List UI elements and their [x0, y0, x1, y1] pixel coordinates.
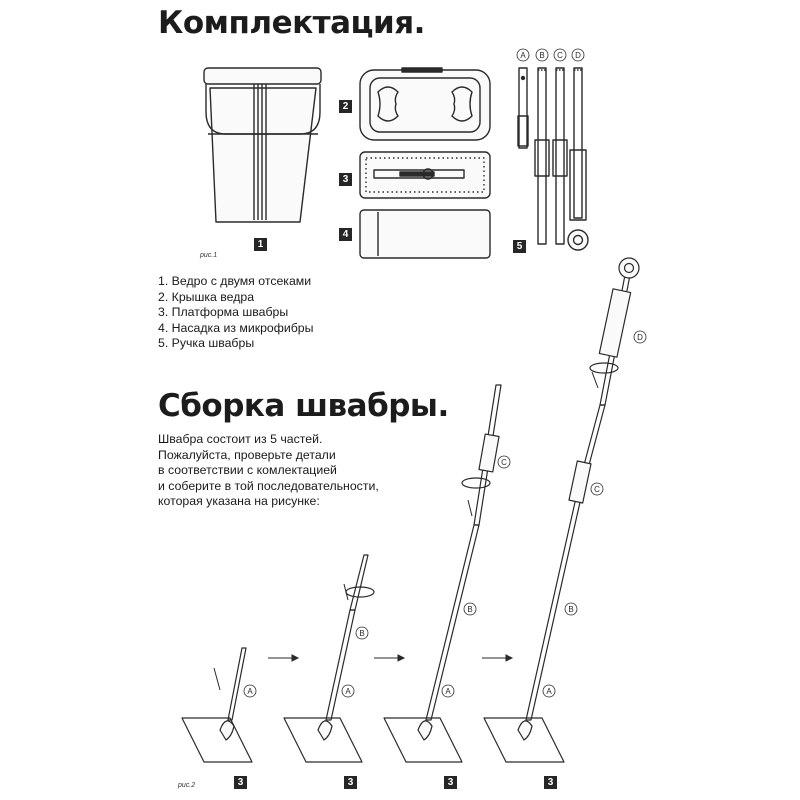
section-title-kit: Комплектация. [158, 5, 425, 41]
step1-letter-a: A [247, 687, 253, 696]
badge-pad: 4 [339, 228, 352, 241]
assembly-description: Швабра состоит из 5 частей. Пожалуйста, … [158, 432, 408, 510]
bucket-drawing [203, 67, 322, 223]
figure2-caption: рис.2 [178, 782, 196, 789]
step4-letter-b: B [568, 605, 573, 614]
step3-letter-b: B [467, 605, 472, 614]
description-line: Пожалуйста, проверьте детали [158, 447, 336, 462]
step1-badge: 3 [234, 776, 247, 789]
list-item: 3. Платформа швабры [158, 305, 289, 320]
description-line: в соответствии с комлектацией [158, 463, 337, 478]
microfiber-pad-drawing [359, 209, 491, 259]
step4-letter-a: A [546, 687, 552, 696]
description-line: которая указана на рисунке: [158, 494, 320, 509]
lid-drawing [359, 67, 491, 141]
handle-parts-drawing [517, 67, 589, 251]
section-title-assembly: Сборка швабры. [158, 388, 449, 424]
badge-bucket: 1 [254, 238, 267, 251]
list-item: 5. Ручка швабры [158, 336, 255, 351]
step2-letter-a: A [345, 687, 351, 696]
step4-badge: 3 [544, 776, 557, 789]
handle-letter-d: D [575, 51, 581, 60]
description-line: и соберите в той последовательности, [158, 478, 379, 493]
badge-platform: 3 [339, 173, 352, 186]
handle-letter-c: C [557, 51, 563, 60]
list-item: 4. Насадка из микрофибры [158, 320, 314, 335]
step4-letter-c: C [594, 485, 600, 494]
assembly-steps-drawing [181, 257, 640, 763]
list-item: 1. Ведро с двумя отсеками [158, 274, 312, 288]
step3-letter-a: A [445, 687, 451, 696]
handle-letter-a: A [520, 51, 526, 60]
list-item: 2. Крышка ведра [158, 289, 255, 304]
step3-letter-c: C [501, 458, 507, 467]
handle-letter-b: B [539, 51, 544, 60]
platform-drawing [359, 151, 491, 199]
badge-lid: 2 [339, 100, 352, 113]
step2-letter-b: B [359, 629, 364, 638]
description-line: Швабра состоит из 5 частей. [158, 432, 323, 446]
kit-contents-list: 1. Ведро с двумя отсеками 2. Крышка ведр… [158, 274, 313, 352]
step4-letter-d: D [637, 333, 643, 342]
step2-badge: 3 [344, 776, 357, 789]
step3-badge: 3 [444, 776, 457, 789]
figure1-caption: рис.1 [200, 252, 218, 259]
badge-handle: 5 [513, 240, 526, 253]
